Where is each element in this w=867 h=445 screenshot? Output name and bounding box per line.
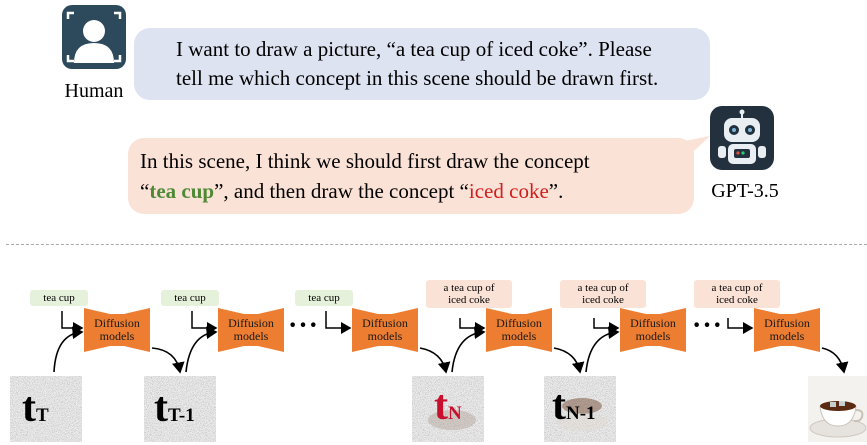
human-bubble-tail xyxy=(136,44,160,70)
quote-open: “ xyxy=(140,179,150,203)
concept-iced-coke: iced coke xyxy=(468,179,549,203)
human-message-bubble: I want to draw a picture, “a tea cup of … xyxy=(134,28,710,100)
timestep-main: t xyxy=(552,383,566,429)
quote-close: ”. xyxy=(548,179,564,203)
model-line2: models xyxy=(635,329,671,343)
bot-message-middle: ”, and then draw the concept “ xyxy=(214,179,469,203)
bot-bubble-tail xyxy=(680,136,710,164)
timestep-sub: N-1 xyxy=(566,403,596,424)
ellipsis-1: ··· xyxy=(288,310,320,341)
prompt-text: tea cup xyxy=(174,292,206,304)
diffusion-model-shape-4 xyxy=(486,308,552,352)
bot-avatar xyxy=(710,106,774,170)
model-line1: Diffusion xyxy=(496,316,542,330)
noise-texture xyxy=(544,376,616,442)
timestep-label: tT-1 xyxy=(154,384,195,432)
diffusion-model-shape-3 xyxy=(352,308,418,352)
prompt-box-4: a tea cup of iced coke xyxy=(426,280,512,308)
model-line2: models xyxy=(99,329,135,343)
prompt-box-3: tea cup xyxy=(295,290,353,306)
timestep-main: t xyxy=(434,383,448,429)
human-avatar xyxy=(58,5,130,69)
noisy-image-t-T: tT xyxy=(10,376,82,442)
prompt-text-line1: a tea cup of xyxy=(577,282,629,294)
human-message-line1: I want to draw a picture, “a tea cup of … xyxy=(176,37,652,61)
model-line2: models xyxy=(233,329,269,343)
diffusion-model-shape-2 xyxy=(218,308,284,352)
noisy-image-t-N-1: tN-1 xyxy=(544,376,616,442)
timestep-main: t xyxy=(154,385,168,431)
prompt-text-line1: a tea cup of xyxy=(443,282,495,294)
generated-teacup-image xyxy=(808,376,867,442)
human-message-line2: tell me which concept in this scene shou… xyxy=(176,66,659,90)
teacup-illustration xyxy=(808,376,867,442)
section-divider xyxy=(6,244,867,245)
timestep-label: tN-1 xyxy=(552,382,596,430)
model-line2: models xyxy=(367,329,403,343)
model-line1: Diffusion xyxy=(630,316,676,330)
human-message-text: I want to draw a picture, “a tea cup of … xyxy=(176,35,658,93)
user-avatar-icon xyxy=(62,5,126,69)
prompt-text: tea cup xyxy=(43,292,75,304)
bot-message-line1: In this scene, I think we should first d… xyxy=(140,149,590,173)
noisy-image-t-N: tN xyxy=(412,376,484,442)
noise-texture xyxy=(10,376,82,442)
bot-message-text: In this scene, I think we should first d… xyxy=(140,146,590,206)
diffusion-model-shape-1 xyxy=(84,308,150,352)
prompt-box-5: a tea cup of iced coke xyxy=(560,280,646,308)
prompt-text-line2: iced coke xyxy=(448,294,490,306)
timestep-sub: T xyxy=(36,405,49,426)
human-label: Human xyxy=(64,80,124,102)
noisy-image-t-T-1: tT-1 xyxy=(144,376,216,442)
diffusion-model-shape-5 xyxy=(620,308,686,352)
noise-texture xyxy=(412,376,484,442)
timestep-sub: T-1 xyxy=(168,405,195,426)
prompt-text-line1: a tea cup of xyxy=(711,282,763,294)
timestep-label: tT xyxy=(22,384,49,432)
prompt-box-2: tea cup xyxy=(161,290,219,306)
prompt-box-6: a tea cup of iced coke xyxy=(694,280,780,308)
bot-message-bubble: In this scene, I think we should first d… xyxy=(128,138,694,214)
model-line1: Diffusion xyxy=(94,316,140,330)
prompt-text-line2: iced coke xyxy=(716,294,758,306)
noise-texture xyxy=(144,376,216,442)
robot-avatar-icon xyxy=(710,106,774,170)
model-line1: Diffusion xyxy=(764,316,810,330)
model-line1: Diffusion xyxy=(362,316,408,330)
prompt-box-1: tea cup xyxy=(30,290,88,306)
model-line2: models xyxy=(501,329,537,343)
model-line2: models xyxy=(769,329,805,343)
bot-label: GPT-3.5 xyxy=(711,180,779,202)
timestep-label: tN xyxy=(434,382,462,430)
prompt-text-line2: iced coke xyxy=(582,294,624,306)
ellipsis-2: ··· xyxy=(692,310,724,341)
model-line1: Diffusion xyxy=(228,316,274,330)
timestep-sub: N xyxy=(448,403,462,424)
timestep-main: t xyxy=(22,385,36,431)
prompt-text: tea cup xyxy=(308,292,340,304)
concept-tea-cup: tea cup xyxy=(149,179,215,203)
diffusion-model-shape-6 xyxy=(754,308,820,352)
